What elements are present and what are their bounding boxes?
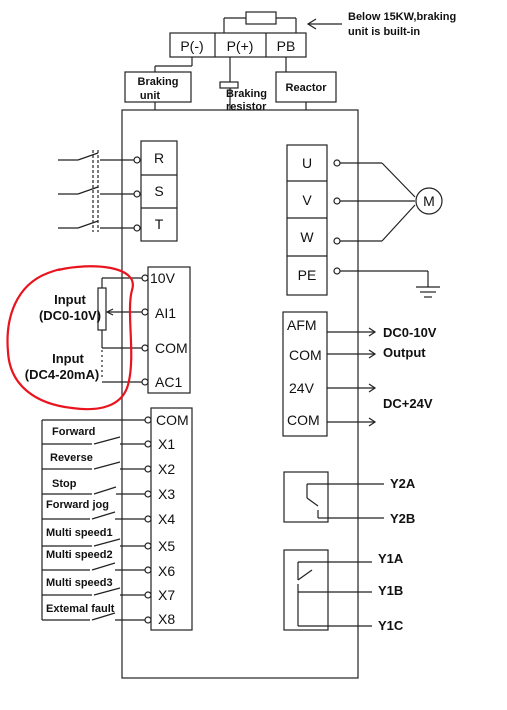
- braking-unit-box: [124, 71, 192, 103]
- relay-y1a: Y1A: [378, 551, 404, 566]
- reactor-label: Reactor: [286, 82, 328, 94]
- terminal-x4: X4: [158, 511, 175, 527]
- analog-output-block: [282, 311, 328, 437]
- di-label-multi-speed2: Multi speed2: [46, 549, 113, 561]
- inverter-body: [121, 109, 359, 679]
- terminal-com-out-2: COM: [287, 412, 320, 428]
- voltage-input-label-2: (DC0-10V): [39, 308, 101, 323]
- terminal-t: T: [155, 216, 164, 232]
- reactor-box: [275, 71, 337, 103]
- relay-y1b: Y1B: [378, 583, 403, 598]
- braking-resistor-label-1: Braking: [226, 88, 267, 100]
- power-output-block: [286, 144, 328, 296]
- relay-y1c: Y1C: [378, 618, 404, 633]
- red-highlight-circle: [6, 265, 134, 411]
- ao-label-dc24v: DC+24V: [383, 396, 433, 411]
- analog-output-arrows: [327, 327, 377, 427]
- terminal-x5: X5: [158, 538, 175, 554]
- terminal-ai1: AI1: [155, 305, 176, 321]
- current-input-label-2: (DC4-20mA): [25, 367, 99, 382]
- relay2-block: [283, 471, 384, 523]
- di-label-multi-speed1: Multi speed1: [46, 527, 113, 539]
- terminal-com-analog: COM: [155, 340, 188, 356]
- braking-resistor-symbol: [219, 81, 239, 89]
- terminal-p-minus: P(-): [180, 38, 203, 54]
- terminal-s: S: [154, 183, 163, 199]
- ao-label-output: Output: [383, 345, 426, 360]
- note-arrow: [306, 18, 342, 30]
- builtin-braking-resistor: [223, 11, 297, 33]
- di-label-external-fault: Extemal fault: [46, 603, 115, 615]
- motor-wiring: [333, 159, 440, 298]
- braking-unit-label-1: Braking: [138, 76, 179, 88]
- terminal-x7: X7: [158, 587, 175, 603]
- terminal-x8: X8: [158, 611, 175, 627]
- motor-symbol: [415, 187, 443, 215]
- terminal-pe: PE: [298, 267, 317, 283]
- voltage-input-label-1: Input: [54, 292, 86, 307]
- di-label-forward: Forward: [52, 426, 95, 438]
- top-terminal-strip: [169, 32, 307, 58]
- note-line-2: unit is built-in: [348, 26, 420, 38]
- power-input-block: [140, 140, 178, 242]
- terminal-x6: X6: [158, 563, 175, 579]
- di-label-stop: Stop: [52, 478, 77, 490]
- terminal-pb: PB: [277, 38, 296, 54]
- di-label-reverse: Reverse: [50, 452, 93, 464]
- terminal-com-digital: COM: [156, 412, 189, 428]
- terminal-24v: 24V: [289, 380, 315, 396]
- terminal-w: W: [300, 229, 314, 245]
- relay1-block: [283, 549, 372, 631]
- relay-y2a: Y2A: [390, 476, 416, 491]
- digital-input-switches: [41, 416, 152, 624]
- terminal-ac1: AC1: [155, 374, 182, 390]
- di-label-forward-jog: Forward jog: [46, 499, 109, 511]
- terminal-r: R: [154, 150, 164, 166]
- terminal-x2: X2: [158, 461, 175, 477]
- terminal-v: V: [302, 192, 312, 208]
- terminal-x1: X1: [158, 436, 175, 452]
- braking-resistor-label-2: resistor: [226, 101, 267, 113]
- power-input-switches: [58, 150, 141, 232]
- braking-unit-label-2: unit: [140, 90, 160, 102]
- terminal-afm: AFM: [287, 317, 317, 333]
- terminal-u: U: [302, 155, 312, 171]
- analog-input-block: [147, 266, 191, 394]
- terminal-com-out-1: COM: [289, 347, 322, 363]
- ao-label-dc0-10v: DC0-10V: [383, 325, 437, 340]
- digital-input-block: [150, 407, 193, 631]
- current-input-label-1: Input: [52, 351, 84, 366]
- terminal-p-plus: P(+): [227, 38, 254, 54]
- motor-label: M: [423, 193, 435, 209]
- terminal-x3: X3: [158, 486, 175, 502]
- relay-y2b: Y2B: [390, 511, 415, 526]
- potentiometer-wiring: [97, 274, 149, 386]
- note-line-1: Below 15KW,braking: [348, 11, 456, 23]
- di-label-multi-speed3: Multi speed3: [46, 577, 113, 589]
- terminal-10v: 10V: [150, 270, 176, 286]
